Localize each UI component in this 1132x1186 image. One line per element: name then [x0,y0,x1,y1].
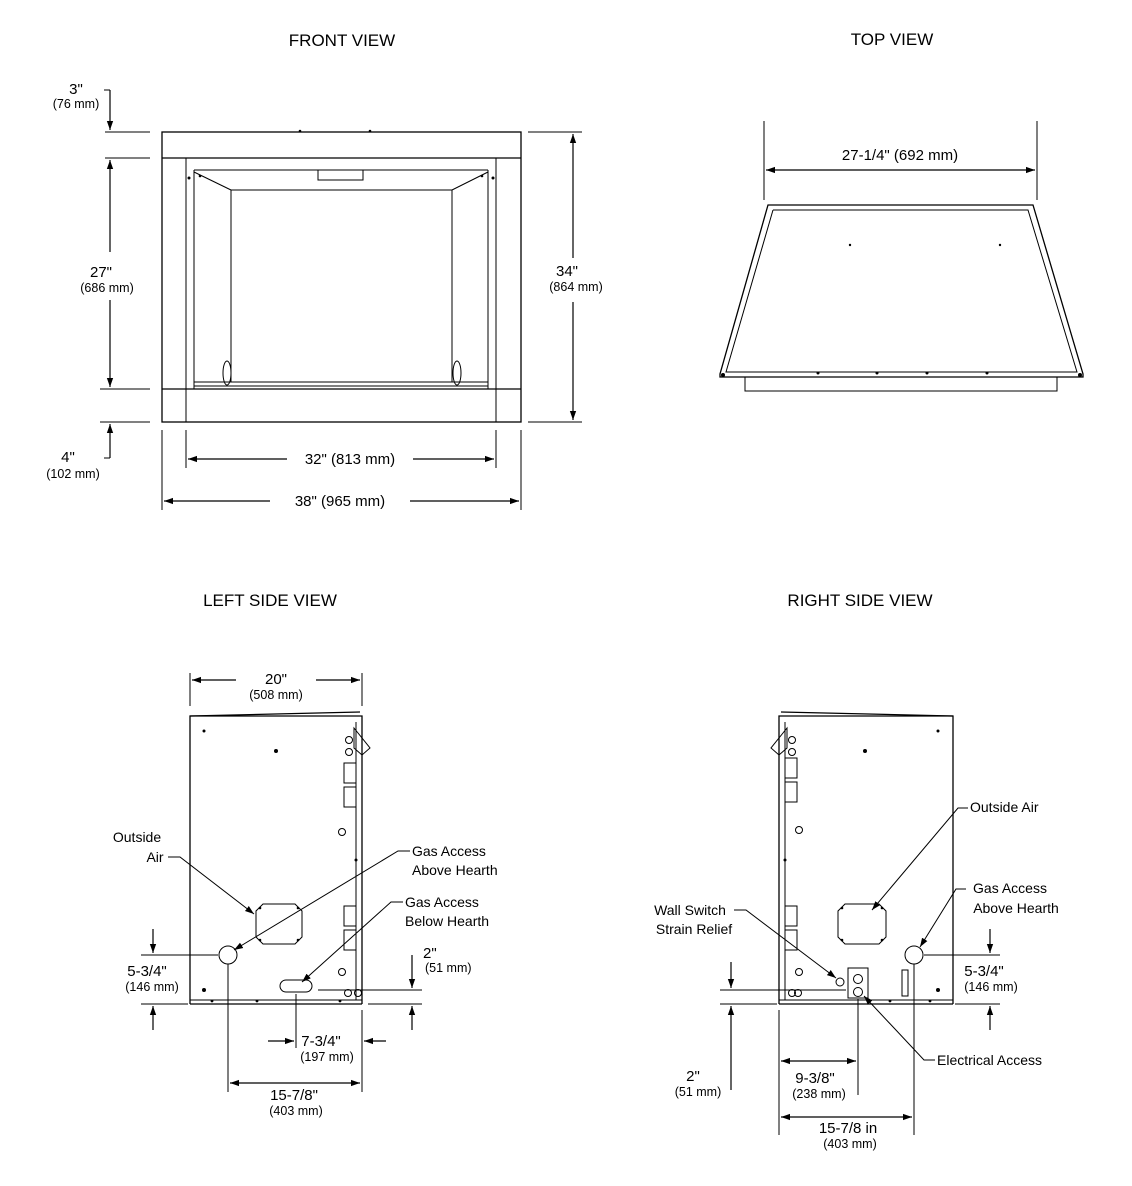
left-depth: 20" [265,671,287,688]
front-opening-height: 27" [90,264,112,281]
left-air-setback-mm: (403 mm) [269,1104,322,1118]
left-gas-height: 2" [423,945,437,962]
left-air-setback: 15-7/8" [270,1087,318,1104]
front-dimensions: 3" (76 mm) 27" (686 mm) 34" (864 mm) 4" … [46,81,603,510]
left-gas-height-mm: (51 mm) [425,961,472,975]
left-side-drawing [189,711,371,1005]
right-outside-air-label: Outside Air [970,799,1039,815]
front-opening-height-mm: (686 mm) [80,281,133,295]
left-outside-air-label-2: Air [146,849,163,865]
left-gas-above-label-1: Gas Access [412,843,486,859]
top-width: 27-1/4" (692 mm) [842,147,958,164]
right-side-drawing [770,711,954,1005]
right-dimensions: Outside Air Gas Access Above Hearth Wall… [654,799,1059,1151]
left-gas-below-label-1: Gas Access [405,894,479,910]
right-elec-setback-mm: (238 mm) [792,1087,845,1101]
top-view-title: TOP VIEW [851,30,934,49]
left-gas-setback: 7-3/4" [301,1033,341,1050]
front-top-offset: 3" [69,81,83,98]
right-air-height: 5-3/4" [964,963,1004,980]
right-air-setback: 15-7/8 in [819,1120,877,1137]
left-gas-setback-mm: (197 mm) [300,1050,353,1064]
right-elec-height: 2" [686,1068,700,1085]
front-overall-height: 34" [556,263,578,280]
right-electrical-label: Electrical Access [937,1052,1042,1068]
left-outside-air-label-1: Outside [113,829,161,845]
front-opening-width: 32" (813 mm) [305,451,395,468]
left-dimensions: 20" (508 mm) Outside Air Gas Access Abov… [113,671,498,1118]
front-top-offset-mm: (76 mm) [53,97,100,111]
front-bottom-offset-mm: (102 mm) [46,467,99,481]
left-gas-above-label-2: Above Hearth [412,862,498,878]
right-wall-switch-label-1: Wall Switch [654,902,726,918]
front-view-title: FRONT VIEW [289,31,395,50]
right-gas-above-label-1: Gas Access [973,880,1047,896]
front-overall-width: 38" (965 mm) [295,493,385,510]
left-air-height-mm: (146 mm) [125,980,178,994]
right-gas-above-label-2: Above Hearth [973,900,1059,916]
right-air-height-mm: (146 mm) [964,980,1017,994]
right-elec-height-mm: (51 mm) [675,1085,722,1099]
left-depth-mm: (508 mm) [249,688,302,702]
top-dimensions: 27-1/4" (692 mm) [763,121,1038,200]
top-view-drawing [719,204,1084,392]
front-bottom-offset: 4" [61,449,75,466]
front-view-drawing [161,129,522,423]
left-side-view-title: LEFT SIDE VIEW [203,591,337,610]
left-gas-below-label-2: Below Hearth [405,913,489,929]
right-wall-switch-label-2: Strain Relief [656,921,732,937]
right-air-setback-mm: (403 mm) [823,1137,876,1151]
left-air-height: 5-3/4" [127,963,167,980]
right-elec-setback: 9-3/8" [795,1070,835,1087]
front-overall-height-mm: (864 mm) [549,280,602,294]
right-side-view-title: RIGHT SIDE VIEW [787,591,932,610]
